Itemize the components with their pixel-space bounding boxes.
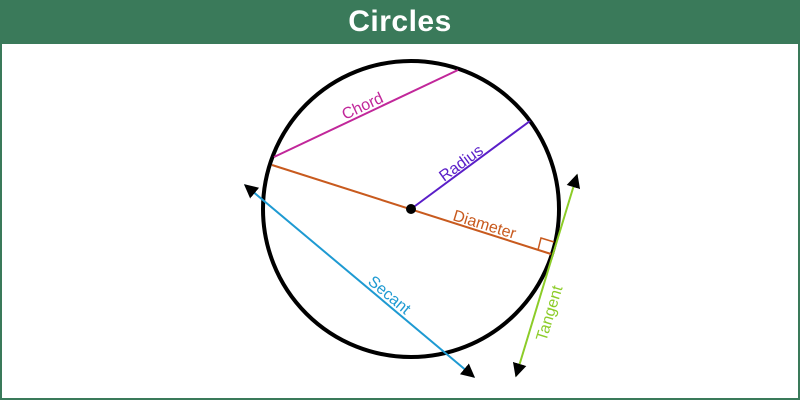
secant-line	[243, 184, 476, 378]
chord-line	[273, 69, 459, 158]
tangent-line	[512, 173, 581, 378]
secant-label: Secant	[364, 273, 414, 318]
chord-label: Chord	[340, 90, 387, 124]
right-angle-marker	[537, 237, 555, 251]
tangent-label: Tangent	[534, 283, 567, 343]
page-title: Circles	[348, 5, 452, 38]
center-point	[406, 204, 416, 214]
radius-label: Radius	[436, 142, 486, 185]
diameter-label: Diameter	[451, 208, 519, 243]
title-bar: Circles	[0, 0, 800, 44]
